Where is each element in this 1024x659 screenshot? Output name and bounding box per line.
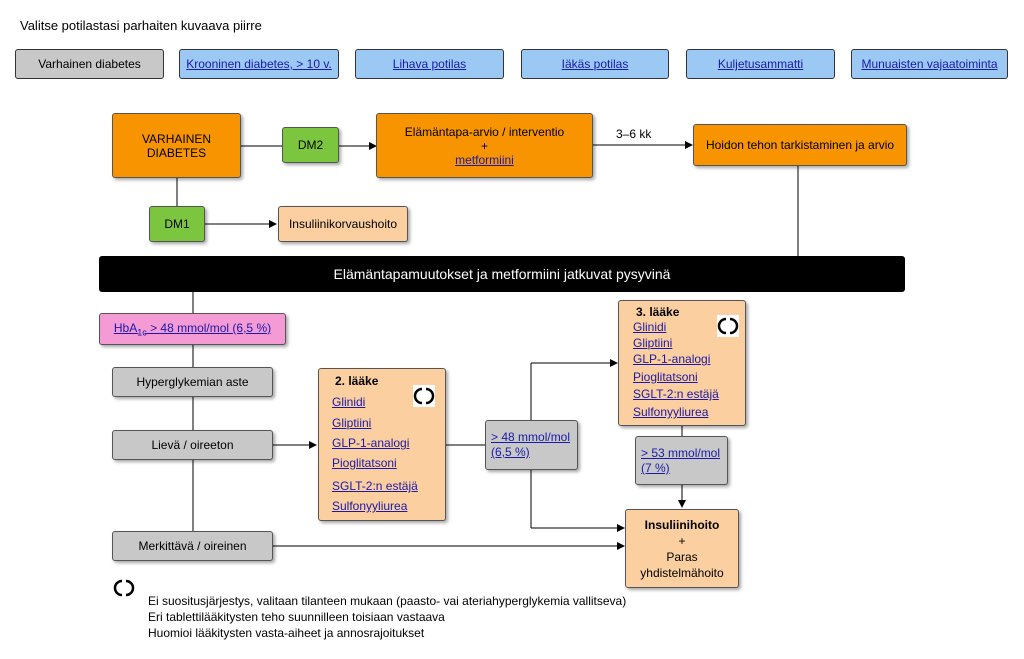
cycle-icon bbox=[113, 577, 135, 599]
dm1-node: DM1 bbox=[149, 206, 205, 242]
tab-elderly-patient[interactable]: Iäkäs potilas bbox=[521, 49, 669, 79]
third-drug-box: 3. lääke Glinidi Gliptiini GLP-1-analogi… bbox=[618, 300, 746, 426]
second-drug-item[interactable]: Sulfonyyliurea bbox=[332, 499, 408, 513]
metformin-link[interactable]: metformiini bbox=[455, 152, 514, 167]
hba1c-node[interactable]: HbA1c > 48 mmol/mol (6,5 %) bbox=[99, 313, 286, 345]
tab-obese-patient[interactable]: Lihava potilas bbox=[355, 49, 504, 79]
cycle-icon bbox=[717, 315, 739, 337]
dm2-node: DM2 bbox=[282, 127, 339, 163]
third-drug-header: 3. lääke bbox=[636, 305, 680, 319]
tab-early-diabetes[interactable]: Varhainen diabetes bbox=[15, 49, 164, 79]
second-drug-item[interactable]: Pioglitatsoni bbox=[332, 456, 397, 470]
insulin-therapy-node: Insuliinihoito + Paras yhdistelmähoito bbox=[625, 509, 739, 588]
tab-transport-profession[interactable]: Kuljetusammatti bbox=[686, 49, 835, 79]
hyperglycemia-level-node: Hyperglykemian aste bbox=[112, 367, 273, 397]
cycle-icon bbox=[413, 385, 435, 407]
second-drug-item[interactable]: Gliptiini bbox=[332, 416, 372, 430]
second-drug-item[interactable]: SGLT-2:n estäjä bbox=[332, 479, 418, 493]
second-drug-box: 2. lääke Glinidi Gliptiini GLP-1-analogi… bbox=[318, 368, 446, 521]
threshold-53-node[interactable]: > 53 mmol/mol (7 %) bbox=[635, 436, 728, 485]
early-diabetes-node: VARHAINEN DIABETES bbox=[112, 113, 241, 178]
tab-chronic-diabetes[interactable]: Krooninen diabetes, > 10 v. bbox=[179, 49, 339, 79]
mild-asymptomatic-node: Lievä / oireeton bbox=[112, 430, 273, 460]
lifestyle-intervention-node: Elämäntapa-arvio / interventio + metform… bbox=[376, 113, 593, 178]
second-drug-item[interactable]: GLP-1-analogi bbox=[332, 436, 410, 450]
threshold-48-node[interactable]: > 48 mmol/mol (6,5 %) bbox=[485, 420, 578, 470]
third-drug-item[interactable]: Gliptiini bbox=[633, 336, 673, 350]
third-drug-item[interactable]: SGLT-2:n estäjä bbox=[633, 387, 719, 401]
note-line: Ei suositusjärjestys, valitaan tilanteen… bbox=[148, 594, 627, 608]
insulin-replacement-node: Insuliinikorvaushoito bbox=[278, 206, 408, 242]
third-drug-item[interactable]: GLP-1-analogi bbox=[633, 352, 711, 366]
third-drug-item[interactable]: Glinidi bbox=[633, 320, 667, 334]
note-line: Eri tablettilääkitysten teho suunnilleen… bbox=[148, 610, 445, 624]
interval-label: 3–6 kk bbox=[616, 127, 652, 141]
third-drug-item[interactable]: Pioglitatsoni bbox=[633, 370, 698, 384]
tab-renal-insufficiency[interactable]: Munuaisten vajaatoiminta bbox=[851, 49, 1008, 79]
hba1c-link[interactable]: HbA1c > 48 mmol/mol (6,5 %) bbox=[113, 320, 272, 338]
second-drug-header: 2. lääke bbox=[335, 374, 379, 388]
note-line: Huomioi lääkitysten vasta-aiheet ja anno… bbox=[148, 626, 425, 640]
third-drug-item[interactable]: Sulfonyyliurea bbox=[633, 405, 709, 419]
page-title: Valitse potilastasi parhaiten kuvaava pi… bbox=[20, 18, 262, 33]
significant-symptomatic-node: Merkittävä / oireinen bbox=[112, 531, 273, 561]
evaluation-node: Hoidon tehon tarkistaminen ja arvio bbox=[693, 124, 907, 166]
lifestyle-banner: Elämäntapamuutokset ja metformiini jatku… bbox=[99, 256, 905, 292]
second-drug-item[interactable]: Glinidi bbox=[332, 395, 366, 409]
